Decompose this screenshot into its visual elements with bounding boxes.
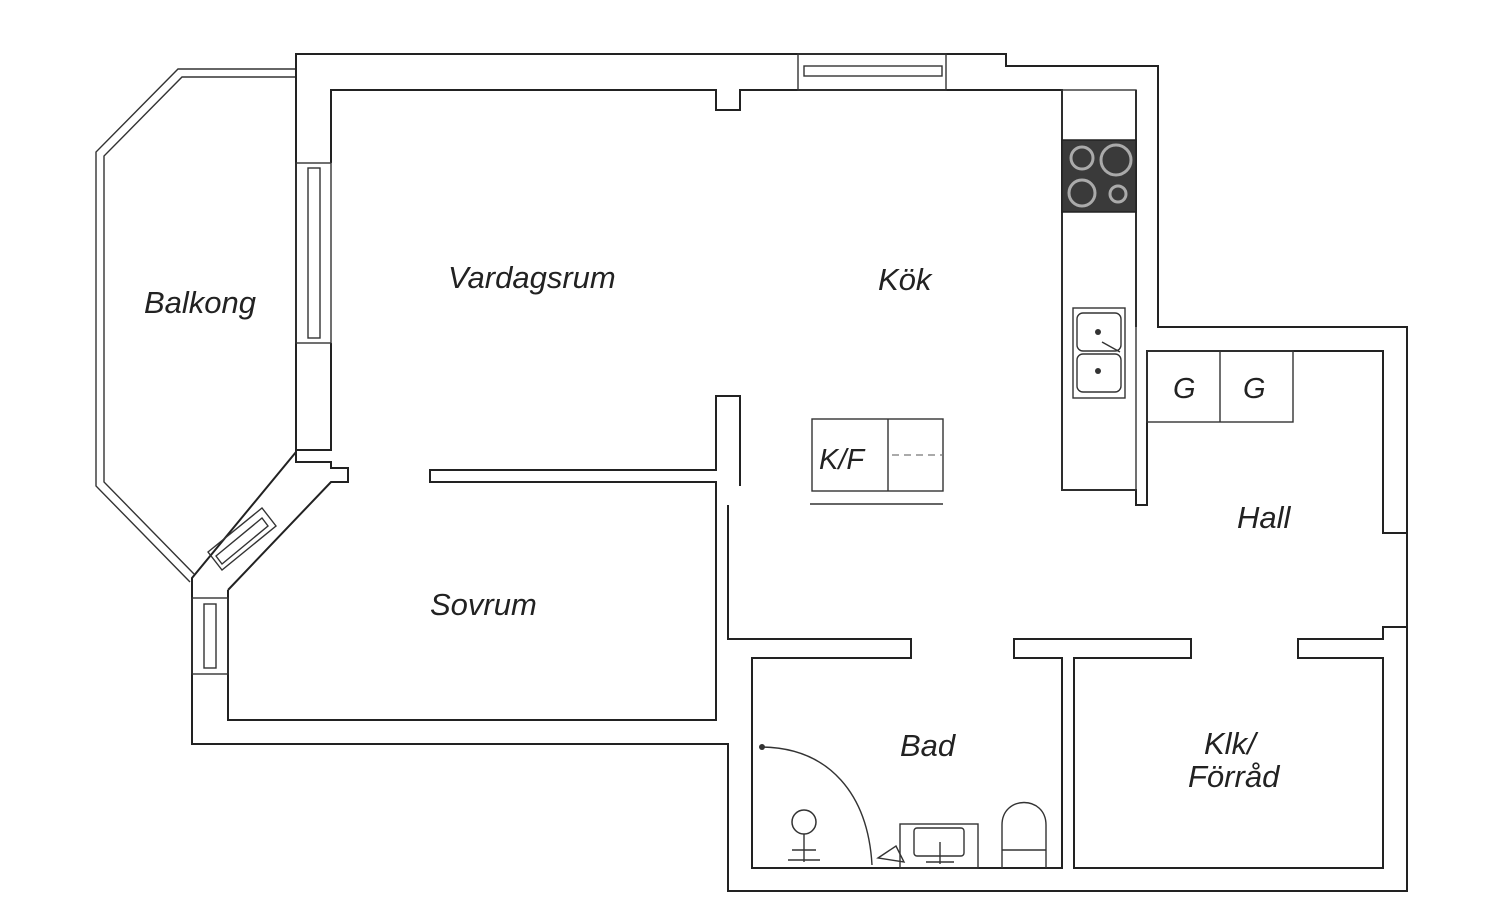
label-sovrum: Sovrum: [430, 587, 537, 622]
label-klk-line1: Klk/: [1204, 726, 1259, 761]
label-balkong: Balkong: [144, 285, 256, 320]
washbasin-icon: [876, 823, 979, 869]
label-vardagsrum: Vardagsrum: [448, 260, 616, 295]
label-kok: Kök: [878, 262, 933, 297]
balcony: [95, 68, 296, 583]
toilet-icon: [1001, 801, 1047, 868]
label-wardrobe-2: G: [1243, 373, 1266, 405]
label-fridge-freezer: K/F: [819, 444, 866, 476]
label-klk-line2: Förråd: [1188, 759, 1281, 794]
fixture-labels: K/F G G: [819, 373, 1266, 476]
label-hall: Hall: [1237, 500, 1292, 535]
kitchen-counter: [1061, 89, 1137, 491]
sink-icon: [1072, 307, 1126, 399]
windows: [191, 53, 947, 675]
room-labels: Balkong Vardagsrum Kök Sovrum Hall Bad K…: [144, 260, 1292, 794]
fridge-freezer: [810, 418, 944, 505]
wardrobes: [1146, 350, 1294, 423]
label-wardrobe-1: G: [1173, 373, 1196, 405]
shower-icon: [759, 744, 873, 866]
bathroom-fixtures: [759, 744, 1047, 869]
stove-icon: [1061, 139, 1137, 213]
label-bad: Bad: [900, 728, 957, 763]
